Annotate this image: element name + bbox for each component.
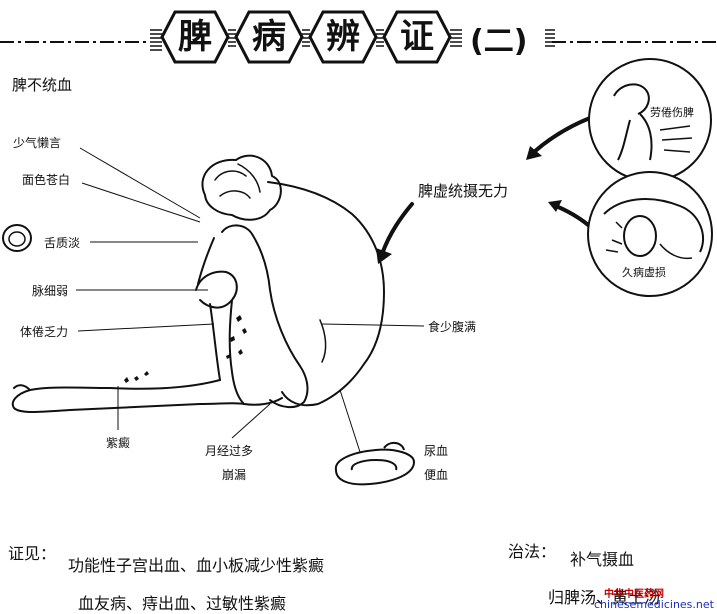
- title-char-3: 辨: [326, 17, 360, 57]
- title-coils: [150, 29, 555, 51]
- label-cause-main: 脾虚统摄无力: [418, 182, 509, 200]
- fang-ji: 归脾汤、黄土汤: [548, 588, 661, 607]
- zheng-jian-line1: 功能性子宫出血、血小板减少性紫癜: [68, 556, 325, 575]
- title-suffix: (二): [470, 24, 528, 59]
- label-zi-dian: 紫癜: [106, 436, 131, 450]
- label-ti-juan: 体倦乏力: [20, 325, 69, 339]
- seated-figure: [11, 154, 385, 413]
- label-shi-shao: 食少腹满: [428, 320, 477, 334]
- pointer-lines: [76, 147, 425, 453]
- title-char-1: 脾: [178, 17, 212, 57]
- arrow-heads: [376, 146, 562, 264]
- bedpan-icon: [334, 442, 416, 486]
- label-niao-xue: 尿血: [424, 444, 449, 458]
- vignette-jiu-bing: [587, 171, 713, 297]
- zhi-fa-label: 治法：: [508, 542, 557, 561]
- zhi-fa-value: 补气摄血: [570, 550, 635, 569]
- label-mian-se: 面色苍白: [22, 173, 71, 187]
- vignette-lao-juan: [588, 58, 712, 182]
- label-beng-lou: 崩漏: [222, 468, 247, 482]
- watermark-cn: 中华中医药网: [604, 589, 664, 600]
- title-char-2: 病: [252, 17, 286, 57]
- label-lao-juan: 劳倦伤脾: [650, 104, 694, 120]
- label-mai: 脉细弱: [32, 284, 69, 298]
- label-jiu-bing: 久病虚损: [622, 264, 666, 280]
- title-char-4: 证: [400, 17, 434, 57]
- label-yue-jing: 月经过多: [205, 444, 254, 458]
- zheng-jian-label: 证见：: [8, 544, 57, 563]
- zheng-jian-line2: 血友病、痔出血、过敏性紫癜: [78, 594, 287, 613]
- label-she-zhi: 舌质淡: [44, 236, 81, 250]
- section-heading: 脾不统血: [12, 76, 73, 94]
- tongue-icon: [2, 224, 32, 252]
- purpura-marks: [124, 315, 247, 383]
- watermark-url: chinesemedicines.net: [594, 598, 714, 611]
- label-bian-xue: 便血: [424, 468, 449, 482]
- title-frames: [160, 10, 452, 64]
- label-shao-qi: 少气懒言: [13, 136, 62, 150]
